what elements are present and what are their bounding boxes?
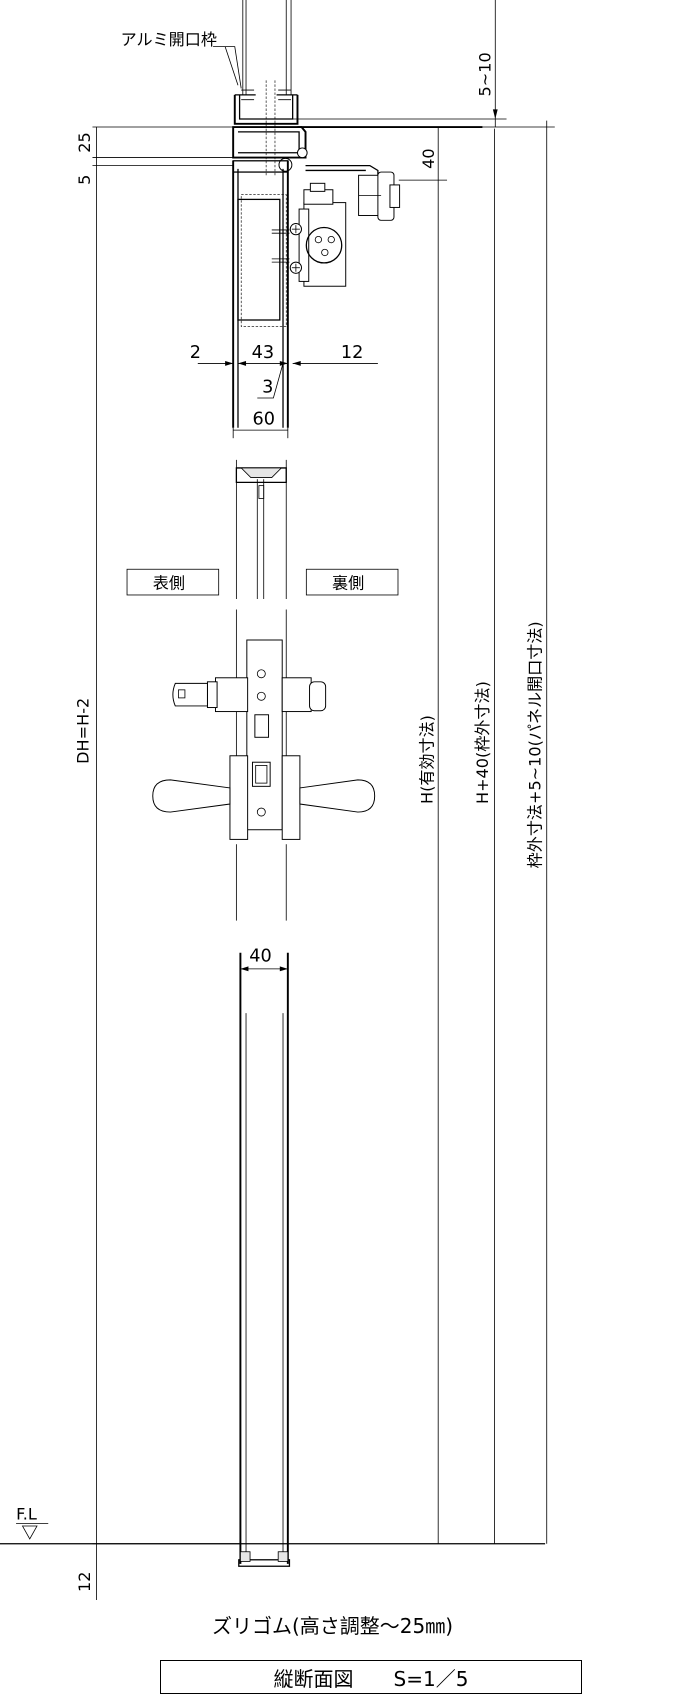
back-side-label: 裏側 — [332, 574, 364, 593]
dim-40-bottom: 40 — [249, 947, 271, 967]
dim-top-gap: 5~10 — [475, 52, 494, 96]
dim-60: 60 — [252, 410, 275, 430]
dim-43: 43 — [252, 343, 275, 363]
dim-panel-opening: 枠外寸法+5~10(パネル開口寸法) — [525, 621, 544, 868]
dim-door-height: DH=H-2 — [73, 698, 92, 764]
head-rail — [232, 126, 483, 221]
dimension-lines — [0, 0, 555, 1600]
door-leaf-lock — [152, 609, 376, 840]
door-leaf-top — [232, 160, 347, 428]
text-labels: アルミ開口枠 5~10 25 5 40 2 43 12 3 60 40 DH=H… — [16, 30, 544, 1592]
floor-level-label: F.L — [16, 1505, 37, 1524]
dim-frame-25: 25 — [75, 132, 94, 152]
dim-3: 3 — [262, 377, 273, 397]
dim-bottom-12: 12 — [75, 1571, 94, 1591]
dim-2: 2 — [190, 343, 201, 363]
vertical-section-drawing: アルミ開口枠 5~10 25 5 40 2 43 12 3 60 40 DH=H… — [0, 0, 555, 1600]
frame-name-label: アルミ開口枠 — [121, 30, 217, 49]
title-box-label: 縦断面図 S=1／5 — [273, 1666, 469, 1691]
front-side-box: 表側 — [126, 568, 220, 596]
dim-frame-outer: H+40(枠外寸法) — [473, 681, 492, 804]
dim-12: 12 — [341, 343, 364, 363]
back-side-box: 裏側 — [305, 568, 399, 596]
dim-effective-height: H(有効寸法) — [418, 715, 437, 804]
front-side-label: 表側 — [153, 574, 185, 593]
door-leaf-bottom — [235, 844, 291, 1567]
title-box: 縦断面図 S=1／5 — [160, 1660, 582, 1694]
aluminum-opening-frame — [213, 0, 299, 177]
dim-gap-5: 5 — [75, 175, 94, 185]
door-leaf-mid — [235, 459, 287, 599]
rubber-note: ズリゴム(高さ調整～25㎜) — [212, 1614, 454, 1638]
dim-rail-40: 40 — [419, 148, 438, 168]
